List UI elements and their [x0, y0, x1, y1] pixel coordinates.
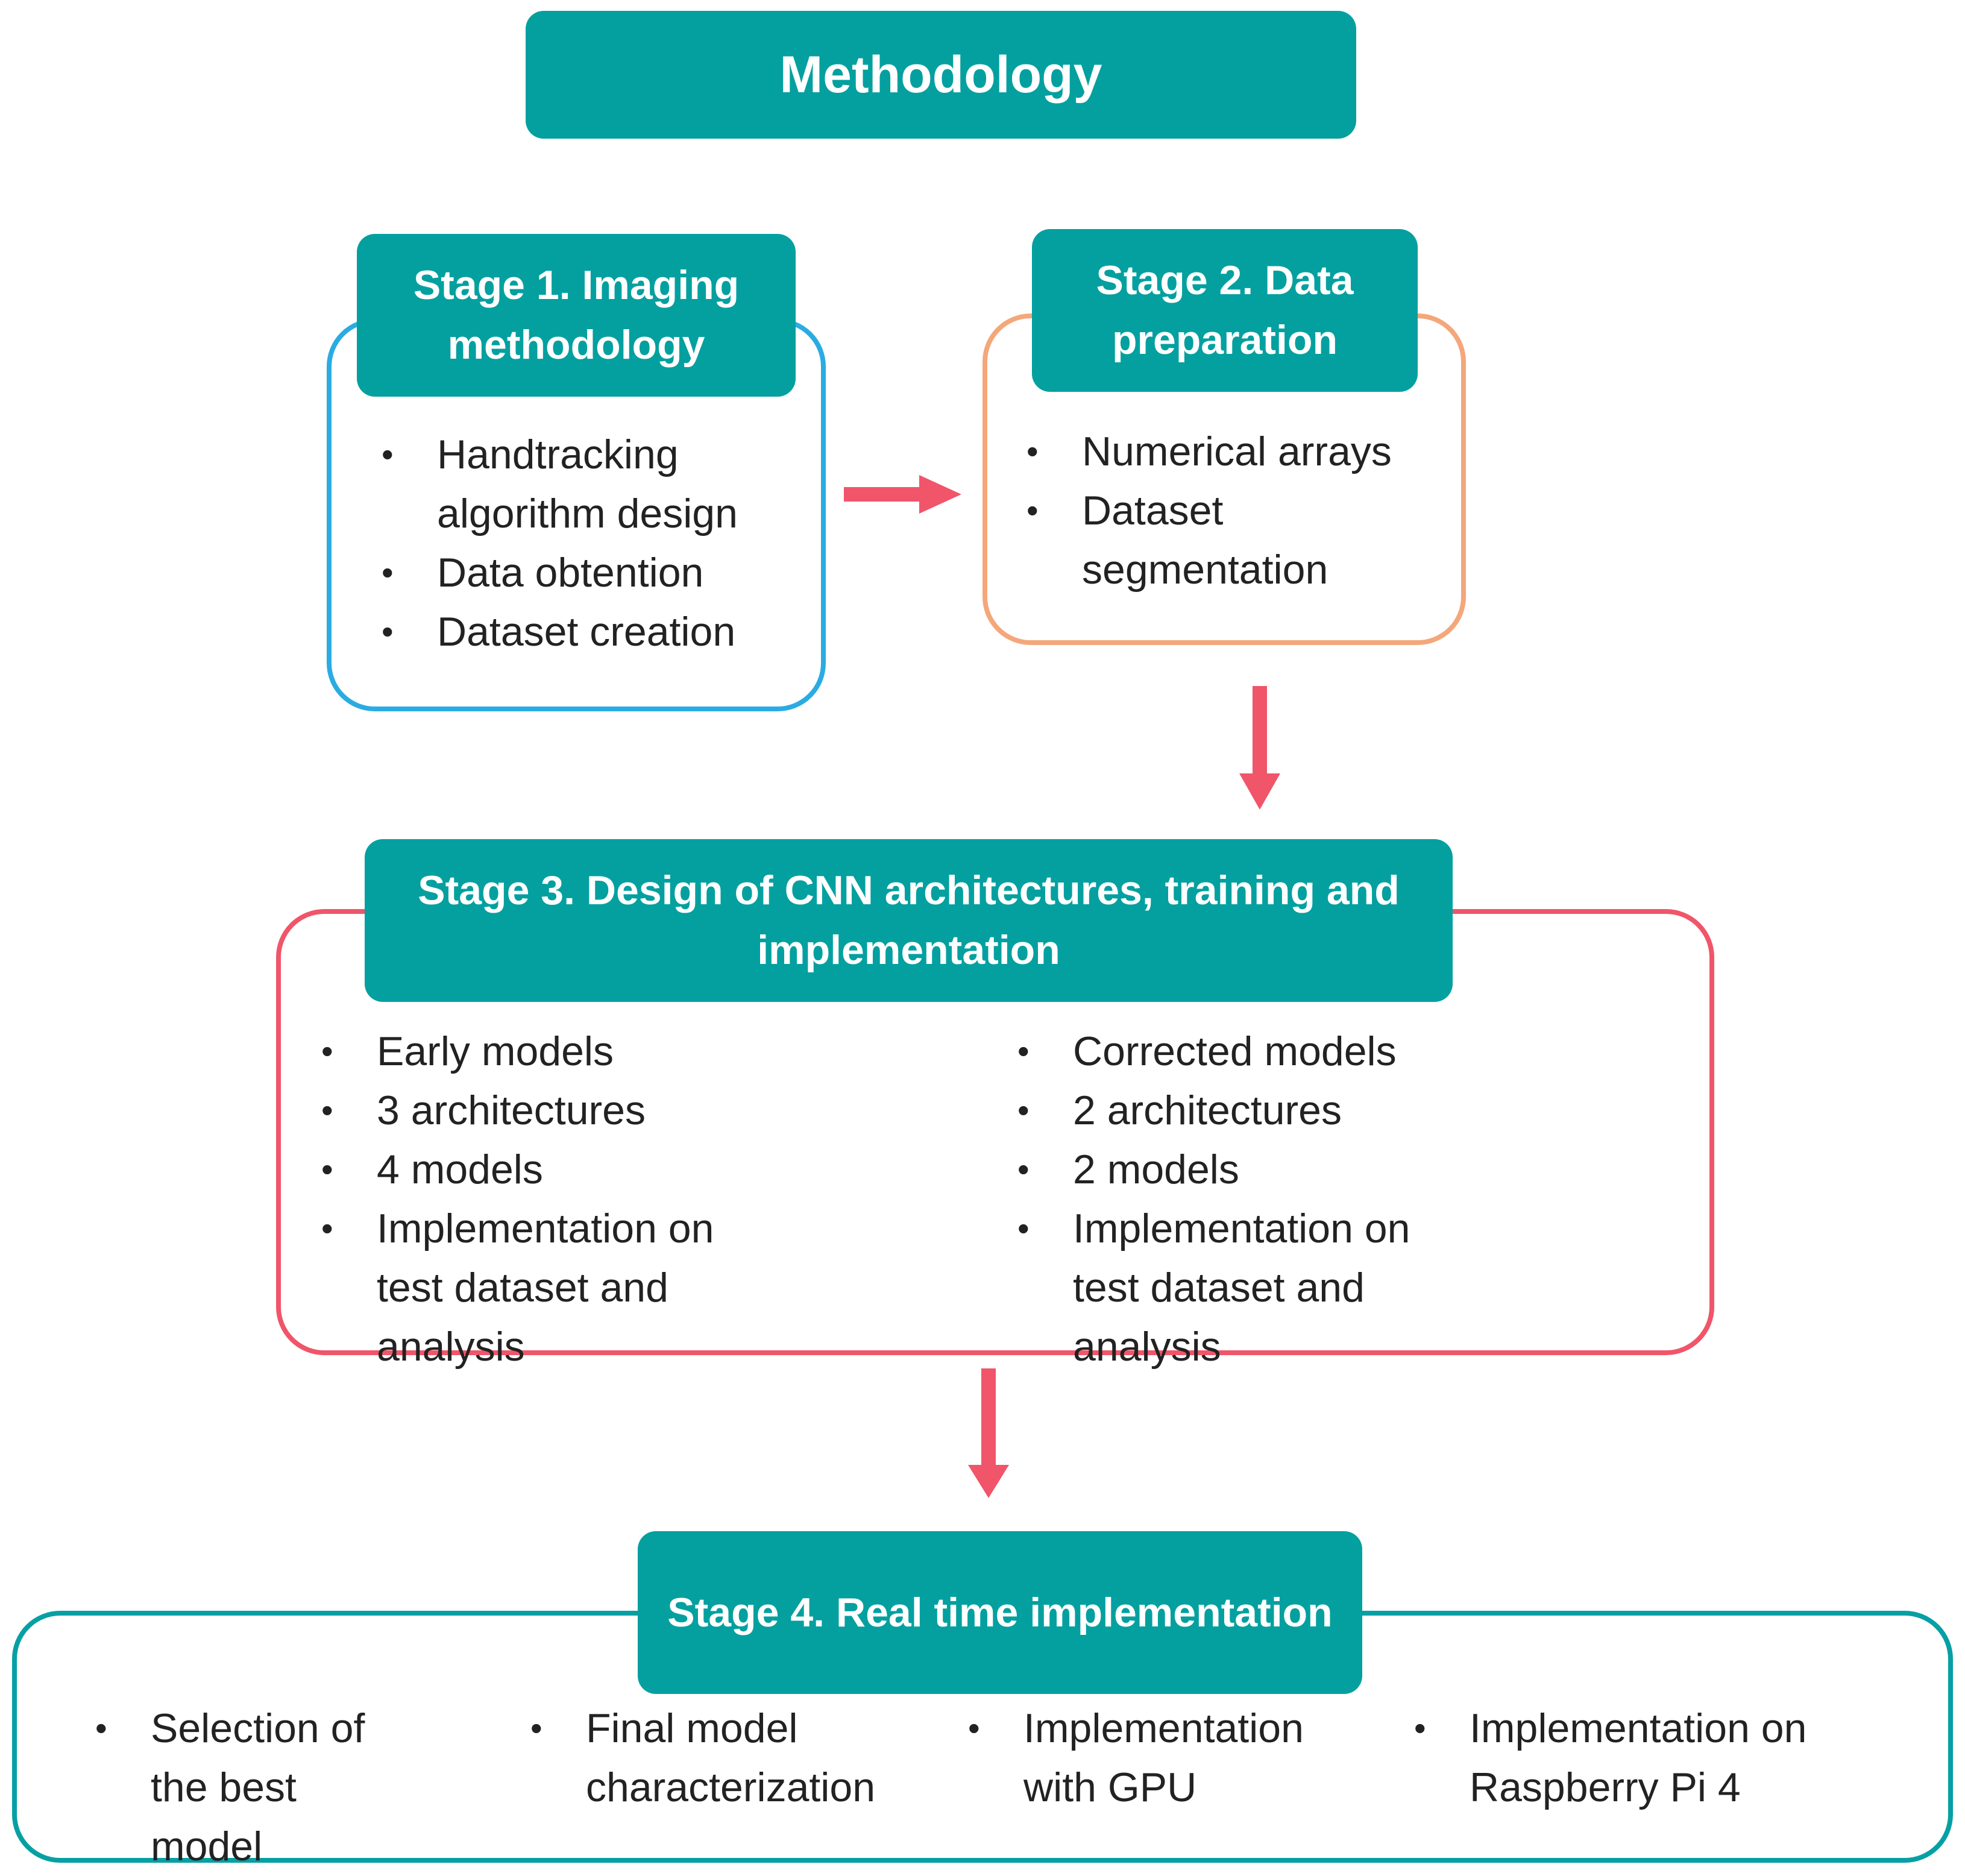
arrow-stage3-to-stage4 — [968, 1368, 1009, 1498]
stage1-heading: Stage 1. Imaging methodology — [357, 234, 796, 397]
stage2-list: Numerical arrays Dataset segmentation — [1022, 422, 1444, 599]
stage1-list: Handtracking algorithm design Data obten… — [377, 425, 799, 661]
stage4-item: Implementation on Raspberry Pi 4 — [1409, 1699, 1867, 1817]
stage2-heading: Stage 2. Data preparation — [1032, 229, 1418, 392]
stage3-right-list: Corrected models 2 architectures 2 model… — [1013, 1022, 1688, 1376]
stage4-item-3: Implementation with GPU — [963, 1699, 1361, 1817]
stage2-item: Dataset segmentation — [1022, 481, 1444, 599]
stage3-left-item: Implementation on test dataset and analy… — [316, 1199, 750, 1376]
stage3-left-item: 4 models — [316, 1140, 992, 1199]
stage1-item: Dataset creation — [377, 602, 799, 661]
stage3-heading-text: Stage 3. Design of CNN architectures, tr… — [418, 867, 1400, 973]
arrow-stage1-to-stage2 — [844, 475, 961, 514]
stage3-right-item: 2 models — [1013, 1140, 1688, 1199]
stage3-right-item: Implementation on test dataset and analy… — [1013, 1199, 1447, 1376]
stage3-left-list: Early models 3 architectures 4 models Im… — [316, 1022, 992, 1376]
stage3-right-item: 2 architectures — [1013, 1081, 1688, 1140]
stage2-item: Numerical arrays — [1022, 422, 1444, 481]
stage3-left-label: Early models — [316, 1022, 992, 1081]
stage4-item-2: Final model characterization — [526, 1699, 923, 1817]
stage4-item-4: Implementation on Raspberry Pi 4 — [1409, 1699, 1867, 1817]
stage1-item: Handtracking algorithm design — [377, 425, 799, 543]
stage4-item-1: Selection of the best model — [90, 1699, 488, 1876]
stage3-left-item: 3 architectures — [316, 1081, 992, 1140]
arrow-stage2-to-stage3 — [1239, 686, 1280, 810]
stage4-item: Final model characterization — [526, 1699, 923, 1817]
stage4-item: Selection of the best model — [90, 1699, 404, 1876]
stage4-item: Implementation with GPU — [963, 1699, 1361, 1817]
stage3-right-label: Corrected models — [1013, 1022, 1688, 1081]
methodology-title: Methodology — [526, 11, 1356, 139]
stage4-heading: Stage 4. Real time implementation — [638, 1531, 1362, 1694]
stage1-heading-text: Stage 1. Imaging methodology — [413, 262, 740, 368]
stage4-heading-text: Stage 4. Real time implementation — [667, 1589, 1333, 1635]
stage2-heading-text: Stage 2. Data preparation — [1096, 257, 1354, 363]
methodology-title-text: Methodology — [779, 45, 1102, 104]
stage1-item: Data obtention — [377, 543, 799, 602]
stage3-heading: Stage 3. Design of CNN architectures, tr… — [365, 839, 1453, 1002]
